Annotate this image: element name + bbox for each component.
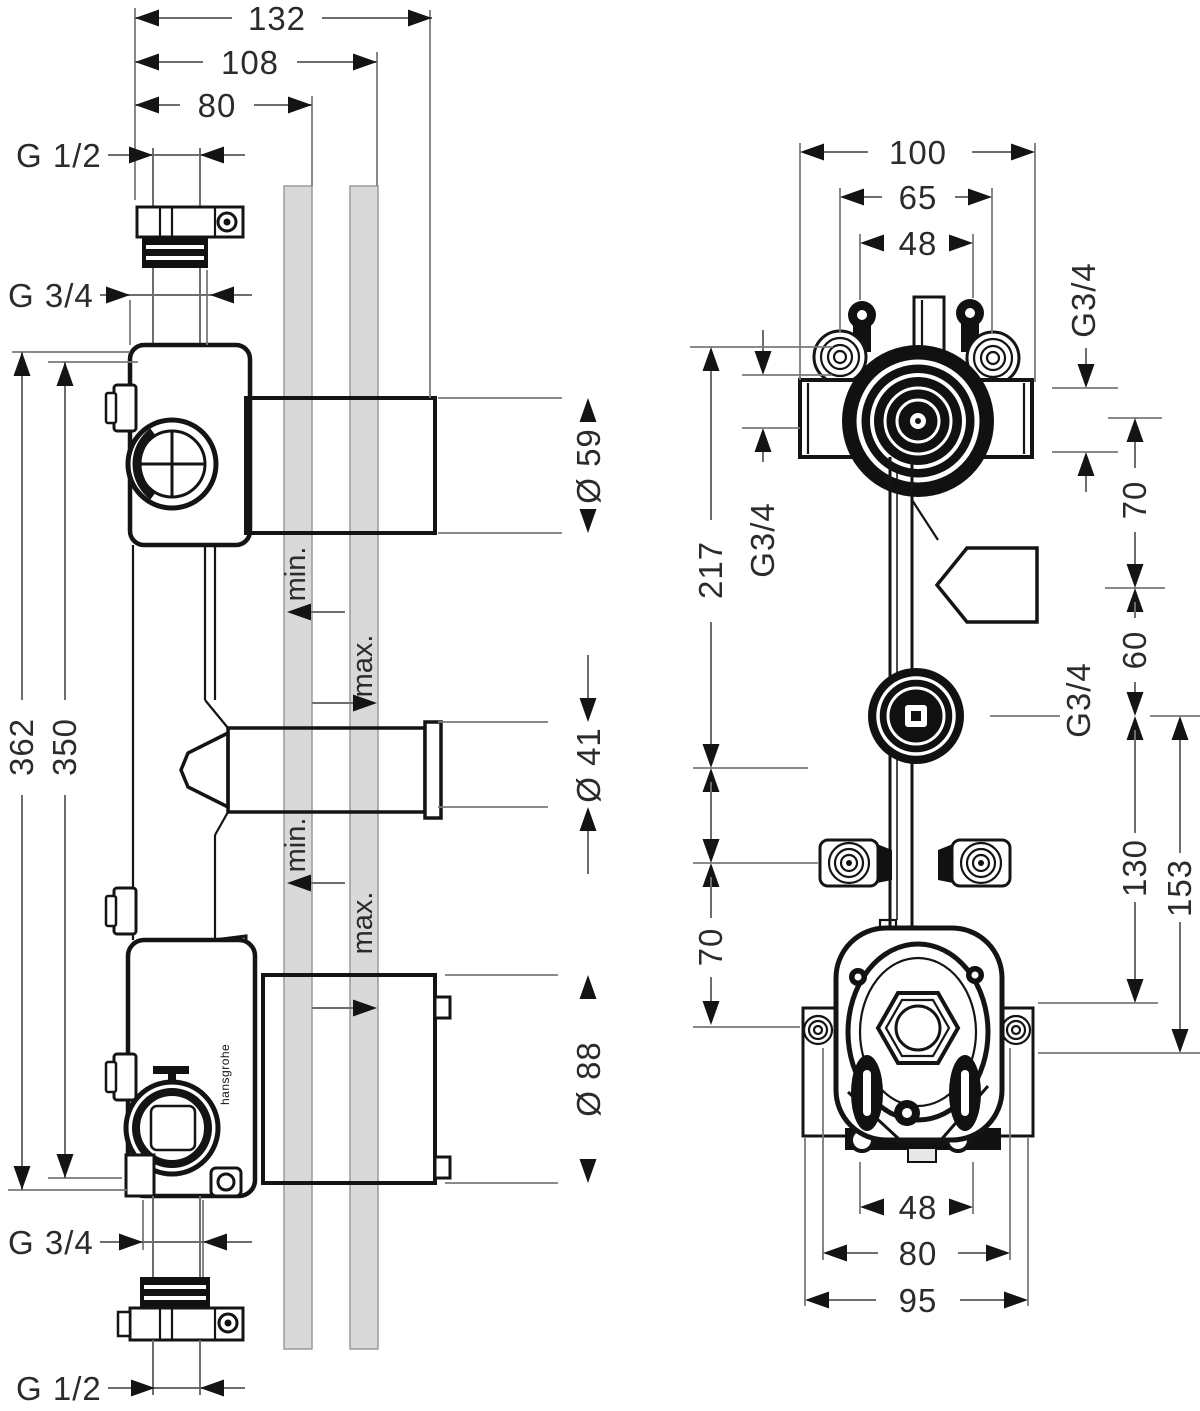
left-depth-max-upper-label: max. bbox=[347, 635, 379, 698]
right-dim-100-label: 100 bbox=[889, 134, 947, 171]
left-thread-g12-bottom-label: G 1/2 bbox=[16, 1370, 102, 1407]
top-inlet-valve bbox=[135, 205, 245, 268]
top-studs-and-washers bbox=[812, 295, 1021, 386]
left-dim-362-label: 362 bbox=[3, 718, 40, 776]
left-depth-min-lower-label: min. bbox=[280, 818, 312, 873]
left-dia-59-label: Ø 59 bbox=[570, 428, 607, 504]
right-dim-70-left-label: 70 bbox=[692, 928, 729, 967]
right-dim-80-bottom-label: 80 bbox=[899, 1235, 938, 1272]
left-dia-41-label: Ø 41 bbox=[570, 727, 607, 803]
right-dim-70-upper-label: 70 bbox=[1116, 481, 1153, 520]
right-dim-153-label: 153 bbox=[1161, 859, 1198, 917]
top-outlet-box bbox=[244, 396, 437, 535]
left-thread-g34-top-label: G 3/4 bbox=[8, 277, 94, 314]
right-view-dimensions: 100 65 48 G3/4 70 60 G3/4 bbox=[690, 134, 1200, 1319]
left-dim-80-label: 80 bbox=[198, 87, 237, 124]
right-view-drawing bbox=[798, 295, 1039, 1163]
middle-spout bbox=[179, 720, 443, 820]
right-dim-48-bottom-label: 48 bbox=[899, 1189, 938, 1226]
left-depth-max-lower-label: max. bbox=[347, 892, 379, 955]
right-thread-g34-mid-label: G3/4 bbox=[1060, 662, 1097, 738]
side-port bbox=[934, 546, 1039, 624]
left-dim-132-label: 132 bbox=[248, 0, 306, 37]
upper-mounting-lugs bbox=[818, 838, 1012, 888]
bottom-inlet-valve bbox=[116, 1196, 245, 1395]
wall-depth-bars bbox=[283, 185, 379, 1350]
upper-valve-housing bbox=[104, 342, 253, 548]
right-dim-95-bottom-label: 95 bbox=[899, 1282, 938, 1319]
left-thread-g34-bottom-label: G 3/4 bbox=[8, 1224, 94, 1261]
top-valve-circle bbox=[842, 345, 994, 497]
right-dim-60-label: 60 bbox=[1116, 631, 1153, 670]
right-dim-65-label: 65 bbox=[899, 179, 938, 216]
left-dim-350-label: 350 bbox=[46, 718, 83, 776]
left-dia-88-label: Ø 88 bbox=[570, 1041, 607, 1117]
left-dim-108-label: 108 bbox=[221, 44, 279, 81]
right-thread-g34-left-label: G3/4 bbox=[744, 502, 781, 578]
right-dim-217-label: 217 bbox=[692, 541, 729, 599]
left-thread-g12-top-label: G 1/2 bbox=[16, 137, 102, 174]
right-dim-130-label: 130 bbox=[1116, 839, 1153, 897]
left-view-drawing: hansgrohe bbox=[104, 148, 452, 1395]
left-depth-min-upper-label: min. bbox=[280, 547, 312, 602]
brand-logo: hansgrohe bbox=[218, 1044, 232, 1105]
middle-valve-circle bbox=[868, 668, 964, 934]
body-column bbox=[104, 545, 229, 940]
bottom-outlet-box bbox=[261, 973, 452, 1185]
right-dim-48-top-label: 48 bbox=[899, 225, 938, 262]
lower-valve-assembly bbox=[801, 925, 1035, 1163]
lower-valve-housing: hansgrohe bbox=[104, 934, 258, 1199]
left-view-dimensions: 132 108 80 G 1/2 G 3/4 362 350 bbox=[3, 0, 607, 1407]
right-thread-g34-top-label: G3/4 bbox=[1065, 262, 1102, 338]
